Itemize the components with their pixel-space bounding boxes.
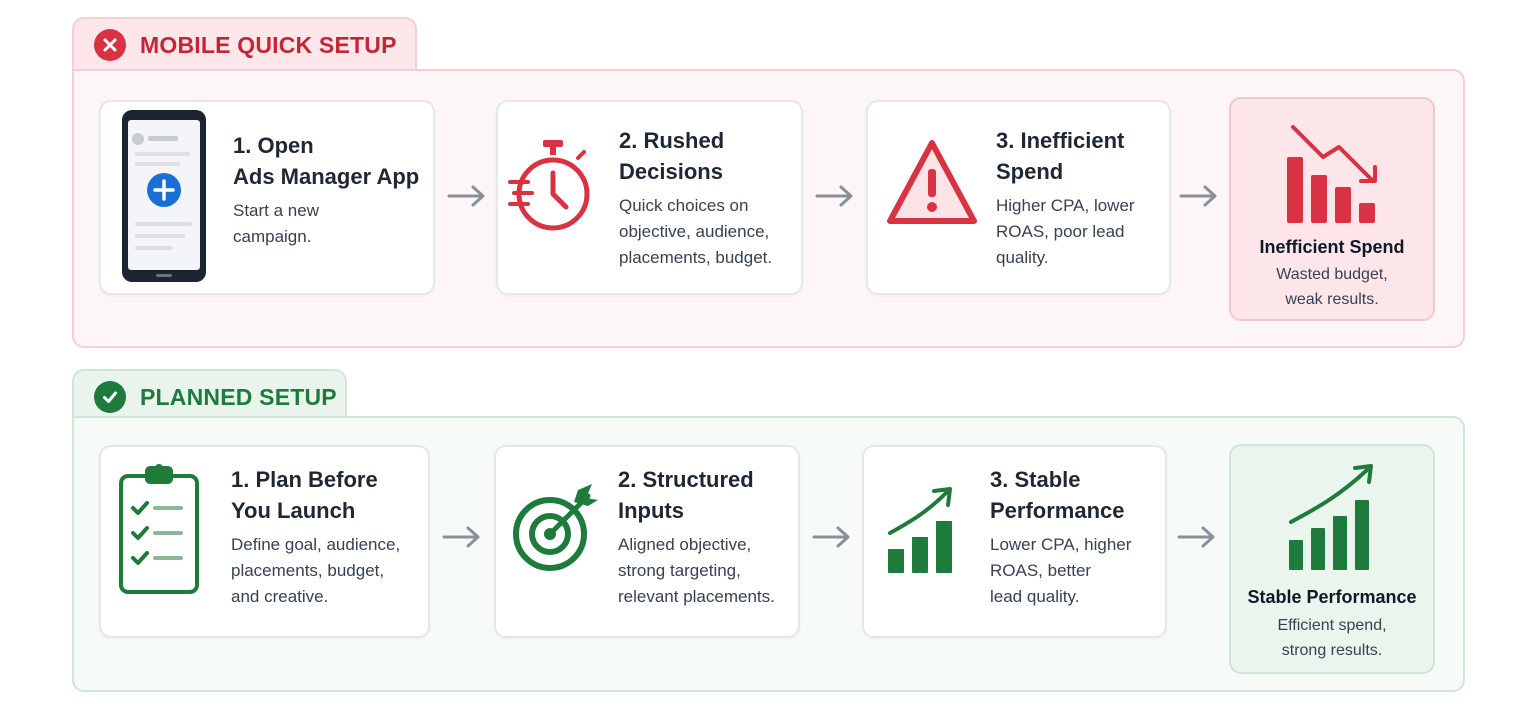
step-title: 3. Inefficient Spend (996, 128, 1125, 184)
x-circle-icon (94, 29, 126, 61)
outcome-title: Inefficient Spend (1259, 237, 1405, 257)
section-title: MOBILE QUICK SETUP (140, 31, 397, 58)
planned-section-tab: PLANNED SETUP (72, 369, 347, 423)
outcome-description: Efficient spend, strong results. (1277, 617, 1387, 659)
step-description: Higher CPA, lower ROAS, poor lead qualit… (996, 196, 1135, 267)
flow-arrow-icon (815, 184, 855, 208)
rising-bar-chart-icon (1283, 464, 1383, 577)
step-description: Define goal, audience, placements, budge… (231, 535, 401, 606)
step-card-stable-performance: 3. Stable Performance Lower CPA, higher … (862, 445, 1167, 638)
mobile-section-tab: MOBILE QUICK SETUP (72, 17, 417, 71)
outcome-description: Wasted budget, weak results. (1276, 266, 1388, 308)
step-description: Lower CPA, higher ROAS, better lead qual… (990, 535, 1132, 606)
step-card-inefficient-spend: 3. Inefficient Spend Higher CPA, lower R… (866, 100, 1171, 295)
step-description: Aligned objective, strong targeting, rel… (618, 535, 775, 606)
flow-arrow-icon (812, 525, 852, 549)
step-title: 1. Plan Before You Launch (231, 467, 378, 523)
step-description: Start a new campaign. (233, 201, 319, 246)
flow-arrow-icon (447, 184, 487, 208)
section-title: PLANNED SETUP (140, 383, 337, 410)
declining-bar-chart-icon (1281, 121, 1391, 230)
warning-triangle-icon (884, 137, 980, 234)
flow-arrow-icon (442, 525, 482, 549)
outcome-card-stable-performance: Stable Performance Efficient spend, stro… (1229, 444, 1435, 674)
step-title: 3. Stable Performance (990, 467, 1125, 523)
step-card-structured-inputs: 2. Structured Inputs Aligned objective, … (494, 445, 800, 638)
step-card-open-app: 1. Open Ads Manager App Start a new camp… (99, 100, 435, 295)
mobile-quick-setup-section: MOBILE QUICK SETUP 1. Open (72, 17, 1465, 348)
step-card-plan-before-launch: 1. Plan Before You Launch Define goal, a… (99, 445, 430, 638)
planned-setup-section: PLANNED SETUP 1. Plan Before You Launch (72, 369, 1465, 692)
step-card-rushed-decisions: 2. Rushed Decisions Quick choices on obj… (496, 100, 803, 295)
check-circle-icon (94, 381, 126, 413)
flow-arrow-icon (1177, 525, 1217, 549)
step-description: Quick choices on objective, audience, pl… (619, 196, 773, 267)
flow-arrow-icon (1179, 184, 1219, 208)
smartphone-icon (119, 108, 209, 289)
target-arrow-icon (510, 480, 602, 577)
growth-chart-icon (884, 483, 964, 582)
clipboard-checklist-icon (117, 460, 203, 601)
outcome-card-inefficient-spend: Inefficient Spend Wasted budget, weak re… (1229, 97, 1435, 321)
stopwatch-icon (508, 137, 598, 240)
outcome-title: Stable Performance (1247, 587, 1417, 607)
step-title: 1. Open Ads Manager App (233, 133, 420, 189)
step-title: 2. Structured Inputs (618, 467, 754, 523)
step-title: 2. Rushed Decisions (619, 128, 725, 184)
